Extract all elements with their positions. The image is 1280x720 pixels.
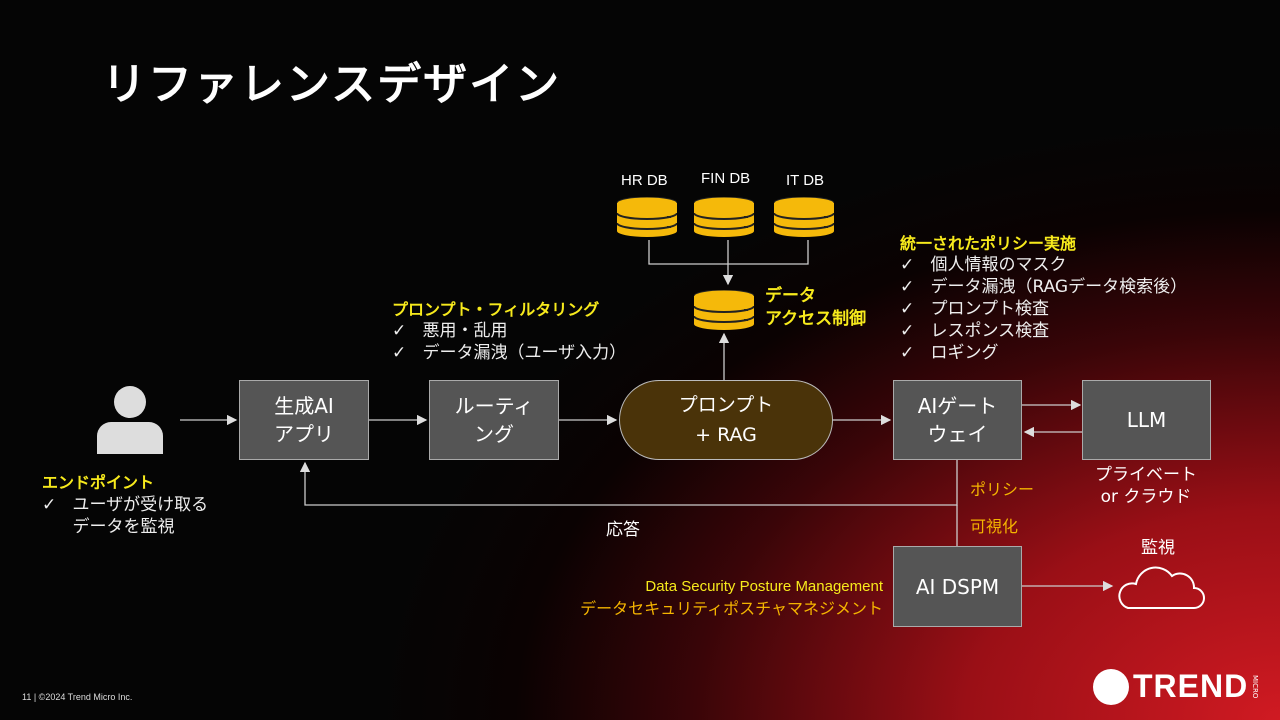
check-icon: ✓: [392, 343, 407, 363]
box-label: AI DSPM: [915, 574, 1000, 599]
page-title: リファレンスデザイン: [102, 59, 562, 110]
database-icon: [774, 197, 834, 237]
box-label: ウェイ: [927, 422, 988, 446]
data-access-label: データ アクセス制御: [765, 285, 866, 331]
box-label: アプリ: [274, 422, 334, 446]
database-icon: [617, 197, 677, 237]
box-label: AIゲート: [917, 394, 998, 418]
prompt-rag-box[interactable]: プロンプト + RAG: [619, 380, 833, 460]
visualize-label: 可視化: [970, 517, 1019, 536]
box-label: ルーティ: [454, 394, 534, 418]
list-item: プロンプト検査: [930, 299, 1049, 319]
genai-app-box[interactable]: 生成AI アプリ: [239, 380, 369, 460]
database-icon: [694, 290, 754, 330]
logo-icon: [1093, 668, 1129, 705]
prompt-filter-heading: プロンプト・フィルタリング: [392, 300, 600, 319]
list-item: レスポンス検査: [930, 321, 1050, 341]
box-label: プロンプト: [678, 394, 774, 416]
user-icon: [97, 386, 163, 454]
check-icon: ✓: [900, 343, 915, 363]
box-label: + RAG: [695, 424, 757, 446]
database-icon: [694, 197, 754, 237]
data-access-line2: アクセス制御: [765, 309, 867, 329]
list-item: データ漏洩（RAGデータ検索後）: [930, 277, 1188, 297]
box-label: LLM: [1126, 408, 1167, 432]
box-label: 生成AI: [274, 394, 334, 418]
llm-note-line2: or クラウド: [1100, 487, 1192, 507]
cloud-icon: [1118, 566, 1205, 609]
trend-micro-logo: TREND MICRO: [1093, 668, 1259, 705]
ai-gateway-box[interactable]: AIゲートウェイ: [893, 380, 1022, 460]
list-item: 個人情報のマスク: [930, 255, 1067, 275]
llm-box[interactable]: LLM: [1082, 380, 1211, 460]
monitor-label: 監視: [1141, 538, 1175, 558]
db-label-hr: HR DB: [621, 172, 668, 189]
check-icon: ✓: [42, 495, 57, 515]
endpoint-block: エンドポイント ✓ ユーザが受け取る データを監視: [42, 472, 208, 538]
dspm-description: Data Security Posture Management データセキュリ…: [580, 578, 883, 619]
endpoint-heading: エンドポイント: [42, 473, 155, 492]
llm-note-line1: プライベート: [1095, 465, 1197, 485]
response-label: 応答: [606, 520, 640, 540]
ai-dspm-box[interactable]: AI DSPM: [893, 546, 1022, 627]
policy-block: 統一されたポリシー実施 ✓ 個人情報のマスク ✓ データ漏洩（RAGデータ検索後…: [900, 234, 1187, 364]
dspm-ja: データセキュリティポスチャマネジメント: [580, 599, 883, 618]
check-icon: ✓: [900, 255, 915, 275]
box-label: ング: [474, 422, 514, 446]
check-icon: ✓: [900, 299, 915, 319]
data-access-line1: データ: [765, 286, 816, 306]
db-label-it: IT DB: [786, 172, 825, 189]
policy-heading: 統一されたポリシー実施: [900, 234, 1077, 253]
list-item: 悪用・乱用: [422, 321, 508, 341]
list-item: ロギング: [930, 343, 999, 363]
db-label-fin: FIN DB: [701, 170, 751, 187]
prompt-filter-block: プロンプト・フィルタリング ✓ 悪用・乱用 ✓ データ漏洩（ユーザ入力）: [392, 300, 626, 364]
list-item: データ漏洩（ユーザ入力）: [422, 343, 627, 363]
check-icon: ✓: [900, 321, 915, 341]
check-icon: ✓: [900, 277, 915, 297]
policy-label: ポリシー: [970, 480, 1035, 499]
list-item: ユーザが受け取る データを監視: [72, 495, 209, 537]
routing-box[interactable]: ルーティング: [429, 380, 559, 460]
check-icon: ✓: [392, 321, 407, 341]
footer-copyright: 11 | ©2024 Trend Micro Inc.: [22, 692, 133, 702]
dspm-en: Data Security Posture Management: [645, 578, 883, 595]
